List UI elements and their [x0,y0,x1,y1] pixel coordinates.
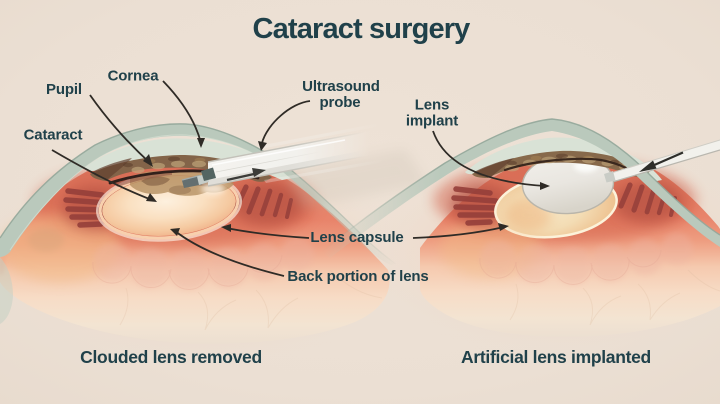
svg-text:Pupil: Pupil [46,81,82,98]
svg-text:Artificial lens implanted: Artificial lens implanted [461,347,651,367]
svg-text:Back portion of lens: Back portion of lens [287,268,428,285]
svg-text:implant: implant [406,113,458,130]
svg-text:Clouded lens removed: Clouded lens removed [80,347,262,367]
svg-text:Cataract: Cataract [24,127,83,144]
svg-text:Lens capsule: Lens capsule [310,229,403,246]
svg-text:Cornea: Cornea [108,68,160,85]
svg-text:Ultrasound: Ultrasound [302,78,380,95]
svg-text:probe: probe [320,94,361,111]
svg-text:Lens: Lens [415,97,449,114]
svg-text:Cataract surgery: Cataract surgery [253,13,471,45]
